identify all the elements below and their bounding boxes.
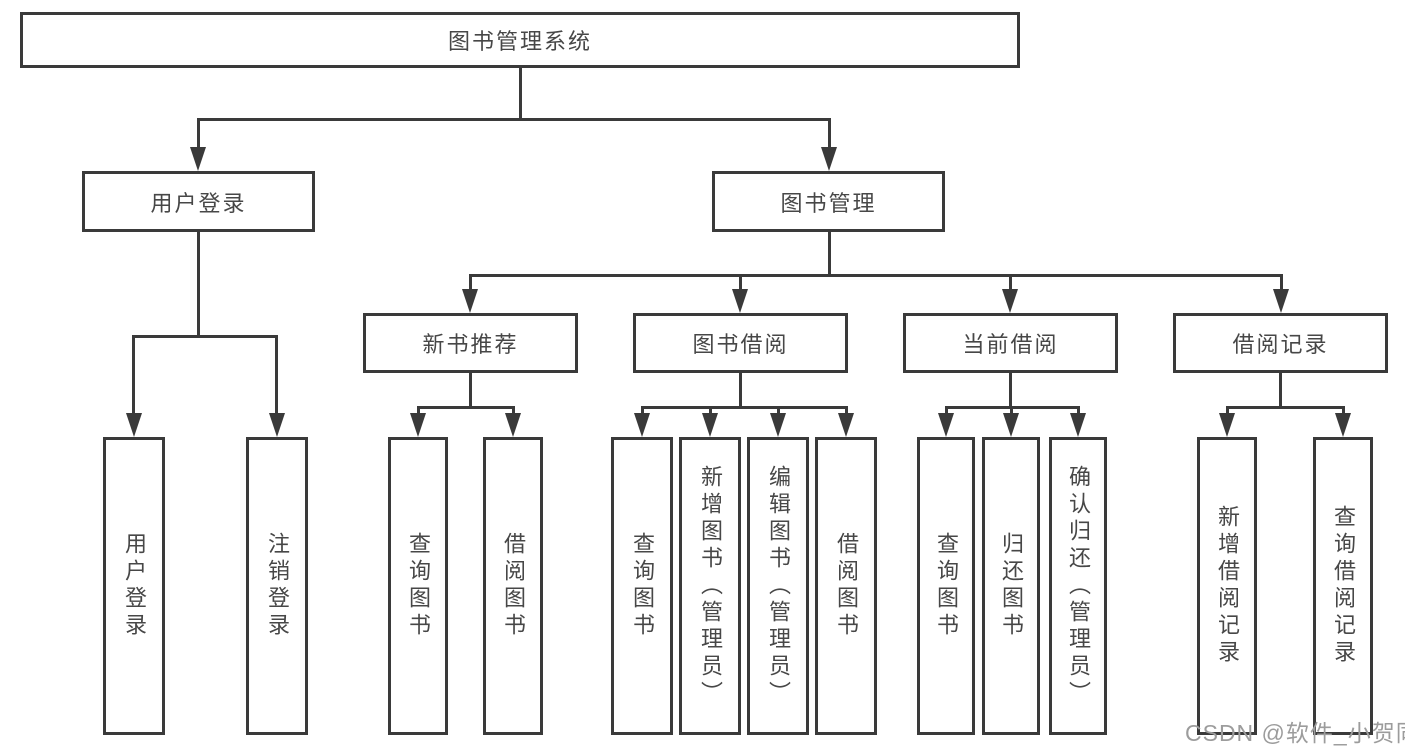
connector-drop-br-query (1342, 406, 1345, 416)
connector-drop-nb-borrow (512, 406, 515, 416)
arrowhead-down-icon (505, 413, 521, 437)
arrowhead-down-icon (732, 289, 748, 313)
connector-drop-new-book-rec (469, 274, 472, 292)
node-root-label: 图书管理系统 (447, 29, 592, 54)
connector-drop-user-login (197, 118, 200, 150)
leaf-cb-query: 查询图书 (917, 437, 975, 735)
leaf-ul-login-label: 用户登录 (122, 532, 147, 640)
arrowhead-down-icon (462, 289, 478, 313)
leaf-br-add: 新增借阅记录 (1197, 437, 1257, 735)
arrowhead-down-icon (702, 413, 718, 437)
arrowhead-down-icon (634, 413, 650, 437)
arrowhead-down-icon (190, 147, 206, 171)
connector-user-login-hline (132, 335, 278, 338)
connector-drop-bb-add (709, 406, 712, 416)
connector-drop-book-borrow (739, 274, 742, 292)
arrowhead-down-icon (269, 413, 285, 437)
leaf-bb-edit-label: 编辑图书（管理员） (766, 464, 791, 708)
leaf-nb-query-label: 查询图书 (406, 532, 431, 640)
leaf-ul-login: 用户登录 (103, 437, 165, 735)
arrowhead-down-icon (410, 413, 426, 437)
connector-drop-bb-borrow (845, 406, 848, 416)
connector-new-book-rec-hline (417, 406, 515, 409)
node-book-mgmt-label: 图书管理 (780, 190, 877, 216)
node-user-login-label: 用户登录 (150, 190, 247, 216)
csdn-watermark: CSDN @软件_小贺同学 (1185, 720, 1405, 746)
connector-drop-current-borrow (1009, 274, 1012, 292)
arrowhead-down-icon (1002, 289, 1018, 313)
leaf-br-query: 查询借阅记录 (1313, 437, 1373, 735)
node-book-mgmt: 图书管理 (712, 171, 945, 232)
arrowhead-down-icon (1335, 413, 1351, 437)
connector-drop-ul-logout (275, 335, 278, 417)
arrowhead-down-icon (126, 413, 142, 437)
leaf-cb-return: 归还图书 (982, 437, 1040, 735)
connector-root-stem (519, 66, 522, 120)
node-user-login: 用户登录 (82, 171, 315, 232)
arrowhead-down-icon (1273, 289, 1289, 313)
node-root: 图书管理系统 (20, 12, 1020, 68)
node-borrow-record-label: 借阅记录 (1232, 332, 1329, 357)
connector-new-book-rec-stem (469, 371, 472, 408)
arrowhead-down-icon (938, 413, 954, 437)
node-current-borrow: 当前借阅 (903, 313, 1118, 373)
arrowhead-down-icon (1003, 413, 1019, 437)
leaf-nb-borrow: 借阅图书 (483, 437, 543, 735)
leaf-nb-borrow-label: 借阅图书 (501, 532, 526, 640)
node-new-book-rec: 新书推荐 (363, 313, 578, 373)
leaf-cb-query-label: 查询图书 (934, 532, 959, 640)
leaf-bb-edit: 编辑图书（管理员） (747, 437, 809, 735)
arrowhead-down-icon (770, 413, 786, 437)
connector-drop-bb-edit (777, 406, 780, 416)
node-current-borrow-label: 当前借阅 (962, 332, 1059, 357)
connector-drop-cb-confirm (1077, 406, 1080, 416)
connector-book-mgmt-stem (828, 232, 831, 277)
node-borrow-record: 借阅记录 (1173, 313, 1388, 373)
connector-drop-ul-login (132, 335, 135, 417)
connector-drop-cb-query (945, 406, 948, 416)
connector-user-login-stem (197, 232, 200, 337)
node-book-borrow: 图书借阅 (633, 313, 848, 373)
leaf-bb-add-label: 新增图书（管理员） (698, 464, 723, 708)
connector-current-borrow-stem (1009, 371, 1012, 408)
arrowhead-down-icon (838, 413, 854, 437)
leaf-ul-logout: 注销登录 (246, 437, 308, 735)
leaf-ul-logout-label: 注销登录 (265, 532, 290, 640)
connector-drop-nb-query (417, 406, 420, 416)
connector-drop-borrow-record (1280, 274, 1283, 292)
arrowhead-down-icon (821, 147, 837, 171)
connector-level1-hline (197, 118, 831, 121)
connector-drop-bb-query (641, 406, 644, 416)
connector-borrow-record-hline (1226, 406, 1344, 409)
connector-drop-cb-return (1010, 406, 1013, 416)
connector-drop-br-add (1226, 406, 1229, 416)
leaf-cb-confirm-label: 确认归还（管理员） (1066, 464, 1091, 708)
connector-level3-hline (469, 274, 1283, 277)
arrowhead-down-icon (1070, 413, 1086, 437)
arrowhead-down-icon (1219, 413, 1235, 437)
leaf-cb-return-label: 归还图书 (999, 532, 1024, 640)
connector-book-borrow-hline (641, 406, 848, 409)
node-book-borrow-label: 图书借阅 (692, 332, 789, 357)
connector-drop-book-mgmt (828, 118, 831, 150)
leaf-bb-add: 新增图书（管理员） (679, 437, 741, 735)
leaf-bb-query: 查询图书 (611, 437, 673, 735)
leaf-bb-borrow-label: 借阅图书 (834, 532, 859, 640)
connector-book-borrow-stem (739, 371, 742, 408)
node-new-book-rec-label: 新书推荐 (422, 332, 519, 357)
leaf-bb-borrow: 借阅图书 (815, 437, 877, 735)
connector-borrow-record-stem (1279, 371, 1282, 408)
leaf-bb-query-label: 查询图书 (630, 532, 655, 640)
leaf-br-add-label: 新增借阅记录 (1215, 505, 1240, 667)
leaf-nb-query: 查询图书 (388, 437, 448, 735)
leaf-br-query-label: 查询借阅记录 (1331, 505, 1356, 667)
leaf-cb-confirm: 确认归还（管理员） (1049, 437, 1107, 735)
